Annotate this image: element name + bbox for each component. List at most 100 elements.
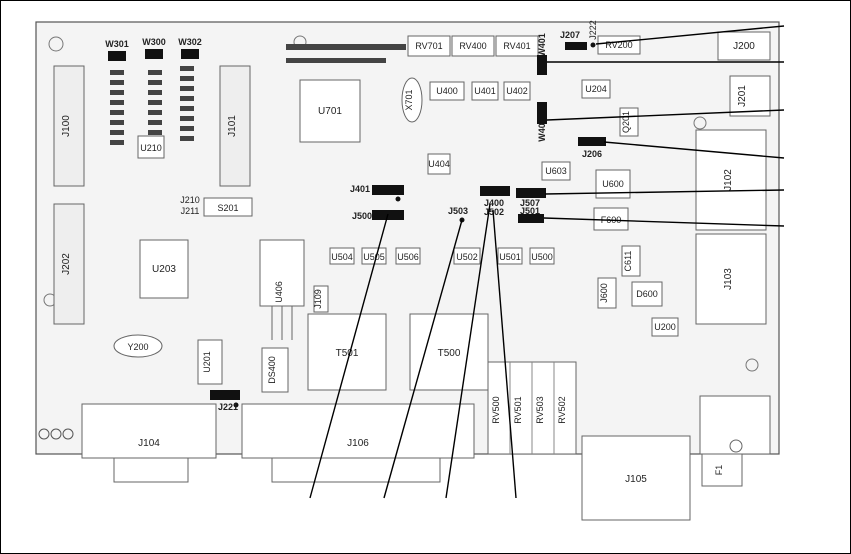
leader-lines-bottom: [309, 203, 517, 499]
chip-u201: [197, 339, 223, 385]
jumper-w302: [181, 49, 199, 59]
regulator-leads: [271, 306, 293, 340]
label-t500: T500: [438, 348, 461, 359]
chip-u501: [497, 247, 523, 265]
connector-j600: [597, 277, 617, 309]
connector-j201: [729, 75, 771, 117]
label-d600: D600: [636, 289, 658, 299]
connector-j102: [695, 129, 767, 231]
connector-j200: [717, 31, 771, 61]
label-u204: U204: [585, 84, 607, 94]
fuse-f1: [701, 453, 743, 487]
label-f1: F1: [714, 465, 724, 476]
jumper-w401: [537, 55, 547, 75]
pin-dot: [590, 42, 596, 48]
label-rv200: RV200: [605, 40, 632, 50]
label-t501: T501: [336, 348, 359, 359]
label-u504: U504: [331, 252, 353, 262]
label-u200: U200: [654, 322, 676, 332]
label-w301: W301: [105, 39, 129, 49]
jumper-w301: [108, 51, 126, 61]
connector-j101: [219, 65, 251, 187]
label-u400: U400: [436, 86, 458, 96]
regulator-u406: [259, 239, 305, 307]
label-j600: J600: [599, 283, 609, 303]
mounting-hole: [745, 358, 759, 372]
jumper-j501: [518, 214, 544, 223]
label-j201: J201: [737, 85, 748, 107]
label-u406: U406: [274, 281, 284, 303]
trimmer-rv400: [451, 35, 495, 57]
label-j207: J207: [560, 30, 580, 40]
connector-j104-shell: [113, 457, 189, 483]
label-j500: J500: [352, 211, 372, 221]
chip-u500: [529, 247, 555, 265]
chip-u401: [471, 81, 499, 101]
chip-u504: [329, 247, 355, 265]
label-j202: J202: [61, 253, 72, 275]
label-j400: J400: [484, 198, 504, 208]
label-j200: J200: [733, 41, 755, 52]
chip-u502: [453, 247, 481, 265]
label-c611: C611: [623, 251, 633, 272]
chip-u210: [137, 135, 165, 159]
chip-u200: [651, 317, 679, 337]
label-u600: U600: [602, 179, 624, 189]
leader-lines-right: [543, 25, 785, 227]
chip-u204: [581, 79, 611, 99]
chip-u603: [541, 161, 571, 181]
diode-d600: [631, 281, 663, 307]
label-u505: U505: [363, 252, 385, 262]
connector-j106: [241, 403, 475, 459]
connector-j105: [581, 435, 691, 521]
transformer-t501: [307, 313, 387, 391]
label-s201: S201: [217, 203, 238, 213]
jumper-j507: [516, 188, 546, 198]
label-j210: J210: [180, 195, 200, 205]
mounting-hole: [48, 36, 64, 52]
chip-u203: [139, 239, 189, 299]
label-w302: W302: [178, 37, 202, 47]
label-rv401: RV401: [503, 41, 530, 51]
transformer-t500: [409, 313, 489, 391]
label-j507: J507: [520, 198, 540, 208]
connector-j106-shell: [271, 457, 441, 483]
crystal-y200: [113, 334, 163, 358]
connector-j109: [313, 285, 329, 313]
chip-u404: [427, 153, 451, 175]
label-j100: J100: [61, 115, 72, 137]
label-x701: X701: [404, 89, 414, 110]
trimmer-rv401: [495, 35, 539, 57]
label-q201: Q201: [621, 111, 631, 133]
label-j222: J222: [588, 20, 598, 40]
label-w402: W402: [537, 118, 547, 142]
label-w300: W300: [142, 37, 166, 47]
switch-s201: [203, 197, 253, 217]
label-u203: U203: [152, 264, 176, 275]
label-j103: J103: [723, 268, 734, 290]
label-u500: U500: [531, 252, 553, 262]
label-j102: J102: [723, 169, 734, 191]
label-rv502: RV502: [557, 396, 567, 423]
connector-j100: [53, 65, 85, 187]
jumper-j400: [480, 186, 510, 196]
jumper-w402: [537, 102, 547, 124]
label-j503: J503: [448, 206, 468, 216]
label-w401: W401: [537, 33, 547, 57]
chip-u701: [299, 79, 361, 143]
crystal-x701: [401, 77, 423, 123]
label-u210: U210: [140, 143, 162, 153]
label-rv701: RV701: [415, 41, 442, 51]
label-u502: U502: [456, 252, 478, 262]
mounting-hole: [693, 116, 707, 130]
label-j221: J221: [218, 402, 238, 412]
label-y200: Y200: [127, 342, 148, 352]
jumper-j206: [578, 137, 606, 146]
label-j109: J109: [313, 289, 323, 309]
jumper-j207: [565, 42, 587, 50]
label-u401: U401: [474, 86, 496, 96]
label-j106: J106: [347, 438, 369, 449]
pin-dot: [395, 196, 401, 202]
test-pads: [38, 428, 74, 440]
